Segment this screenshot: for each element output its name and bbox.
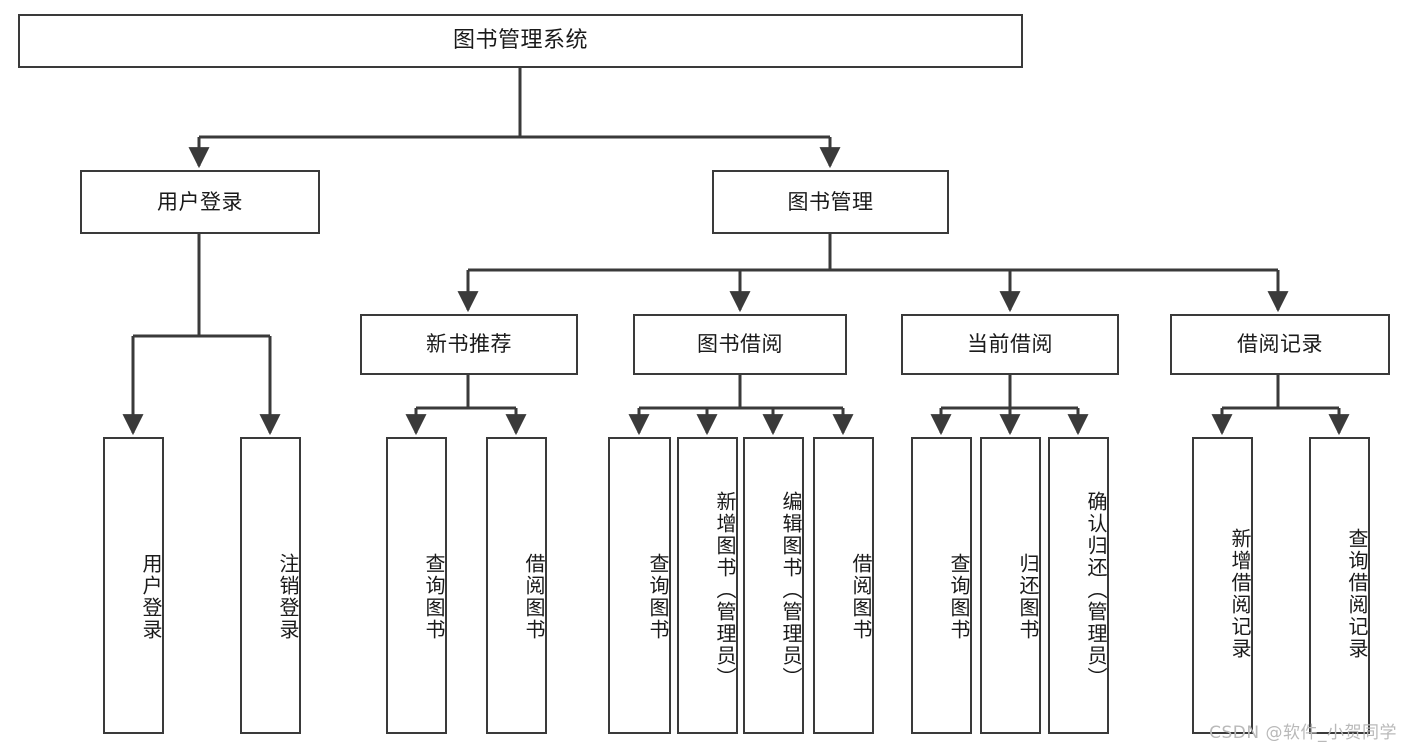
leaf-user-login-label: 用户登录 <box>139 552 163 641</box>
leaf-br-edit-book[interactable]: 编辑图书（管理员） <box>743 437 804 734</box>
leaf-cb-query-book-label: 查询图书 <box>947 552 971 641</box>
node-book-manage-label: 图书管理 <box>787 189 874 214</box>
leaf-user-login[interactable]: 用户登录 <box>103 437 164 734</box>
leaf-user-logout[interactable]: 注销登录 <box>240 437 301 734</box>
leaf-br-add-book[interactable]: 新增图书（管理员） <box>677 437 738 734</box>
leaf-rec-add-record[interactable]: 新增借阅记录 <box>1192 437 1253 734</box>
leaf-cb-return-book[interactable]: 归还图书 <box>980 437 1041 734</box>
leaf-user-logout-label: 注销登录 <box>276 552 300 641</box>
node-root-label: 图书管理系统 <box>452 28 588 54</box>
leaf-rec-query-book-label: 查询图书 <box>422 552 446 641</box>
leaf-rec-query-record-label: 查询借阅记录 <box>1345 527 1369 660</box>
leaf-rec-borrow-book[interactable]: 借阅图书 <box>486 437 547 734</box>
leaf-rec-query-book[interactable]: 查询图书 <box>386 437 447 734</box>
leaf-br-borrow-book[interactable]: 借阅图书 <box>813 437 874 734</box>
node-current-borrow[interactable]: 当前借阅 <box>901 314 1119 375</box>
node-borrow-record[interactable]: 借阅记录 <box>1170 314 1390 375</box>
leaf-rec-query-record[interactable]: 查询借阅记录 <box>1309 437 1370 734</box>
csdn-watermark: CSDN @软件_小贺同学 <box>1209 723 1397 743</box>
leaf-rec-borrow-book-label: 借阅图书 <box>522 552 546 641</box>
node-borrow-record-label: 借阅记录 <box>1237 332 1323 357</box>
node-user-login-label: 用户登录 <box>157 189 243 214</box>
leaf-cb-confirm-return[interactable]: 确认归还（管理员） <box>1048 437 1109 734</box>
leaf-rec-add-record-label: 新增借阅记录 <box>1228 527 1252 660</box>
leaf-cb-confirm-return-label: 确认归还（管理员） <box>1084 490 1108 689</box>
node-root[interactable]: 图书管理系统 <box>18 14 1023 68</box>
node-book-manage[interactable]: 图书管理 <box>712 170 949 234</box>
leaf-br-query-book[interactable]: 查询图书 <box>608 437 671 734</box>
node-new-book-rec-label: 新书推荐 <box>426 332 512 357</box>
node-book-borrow[interactable]: 图书借阅 <box>633 314 847 375</box>
node-new-book-rec[interactable]: 新书推荐 <box>360 314 578 375</box>
leaf-cb-return-book-label: 归还图书 <box>1016 552 1040 641</box>
leaf-br-query-book-label: 查询图书 <box>646 552 670 641</box>
leaf-br-borrow-book-label: 借阅图书 <box>849 552 873 641</box>
leaf-br-add-book-label: 新增图书（管理员） <box>713 490 737 689</box>
node-book-borrow-label: 图书借阅 <box>697 332 783 357</box>
leaf-cb-query-book[interactable]: 查询图书 <box>911 437 972 734</box>
node-user-login[interactable]: 用户登录 <box>80 170 320 234</box>
node-current-borrow-label: 当前借阅 <box>967 332 1053 357</box>
leaf-br-edit-book-label: 编辑图书（管理员） <box>779 490 803 689</box>
